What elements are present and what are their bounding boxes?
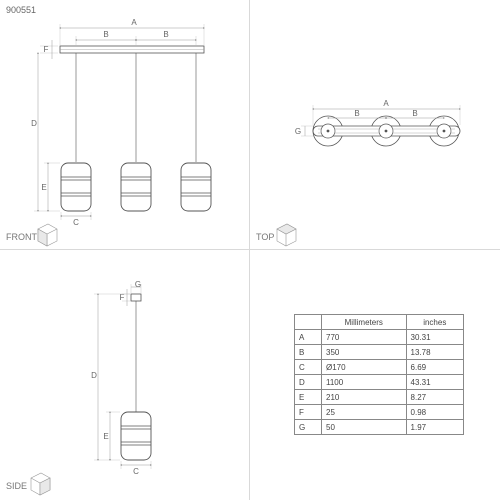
view-label-front: FRONT [6, 232, 37, 242]
dim-label-d: D [31, 119, 37, 128]
table-cell-in: 8.27 [405, 389, 465, 405]
side-canopy [130, 293, 142, 302]
side-dim-label-f: F [120, 293, 125, 302]
side-dim-label-e: E [103, 432, 108, 441]
view-label-side: SIDE [6, 481, 27, 491]
table-row: D 1100 43.31 [294, 374, 465, 390]
shade-left [60, 162, 92, 212]
table-header-row: Millimeters inches [294, 314, 465, 330]
top-dim-label-g: G [295, 127, 301, 136]
top-dim-label-b-right: B [412, 109, 417, 118]
table-header-millimeters: Millimeters [321, 314, 407, 330]
side-dim-label-d: D [91, 371, 97, 380]
top-view: A B B G TOP [256, 99, 461, 247]
table-cell-in: 30.31 [405, 329, 465, 345]
table-row: A 770 30.31 [294, 329, 465, 345]
table-cell-key: D [294, 374, 322, 390]
table-cell-key: G [294, 419, 322, 435]
table-row: B 350 13.78 [294, 344, 465, 360]
table-header-inches: inches [405, 314, 465, 330]
dim-label-a: A [131, 18, 137, 27]
table-cell-mm: 1100 [321, 374, 407, 390]
table-cell-mm: Ø170 [321, 359, 407, 375]
table-cell-key: C [294, 359, 322, 375]
dim-label-f: F [44, 45, 49, 54]
top-dim-label-a: A [383, 99, 389, 108]
table-cell-key: F [294, 404, 322, 420]
side-cube-icon [30, 472, 51, 496]
table-cell-mm: 50 [321, 419, 407, 435]
table-cell-mm: 350 [321, 344, 407, 360]
table-header-key [294, 314, 322, 330]
table-cell-mm: 25 [321, 404, 407, 420]
dim-label-b-left: B [103, 30, 108, 39]
table-cell-in: 13.78 [405, 344, 465, 360]
table-row: C Ø170 6.69 [294, 359, 465, 375]
table-cell-in: 0.98 [405, 404, 465, 420]
table-row: E 210 8.27 [294, 389, 465, 405]
side-view: G F D E C SIDE [6, 280, 152, 496]
dim-label-e: E [41, 183, 46, 192]
table-cell-mm: 770 [321, 329, 407, 345]
top-cube-icon [276, 223, 297, 247]
front-cube-icon [37, 223, 58, 247]
table-cell-mm: 210 [321, 389, 407, 405]
top-dim-label-b-left: B [354, 109, 359, 118]
side-dim-label-g: G [135, 280, 141, 289]
table-cell-in: 1.97 [405, 419, 465, 435]
side-shade [120, 411, 152, 461]
table-row: G 50 1.97 [294, 419, 465, 435]
product-code: 900551 [6, 5, 37, 15]
table-row: F 25 0.98 [294, 404, 465, 420]
dimension-table: Millimeters inches A 770 30.31 B 350 13.… [294, 314, 465, 435]
shade-right [180, 162, 212, 212]
dim-label-b-right: B [163, 30, 168, 39]
quadrant-divider-horizontal [0, 249, 500, 250]
shade-middle [120, 162, 152, 212]
dim-label-c: C [73, 218, 79, 227]
table-cell-key: B [294, 344, 322, 360]
view-label-top: TOP [256, 232, 274, 242]
quadrant-divider-vertical [249, 0, 250, 500]
table-cell-in: 43.31 [405, 374, 465, 390]
table-cell-key: E [294, 389, 322, 405]
front-view: A B B F D E C [6, 18, 212, 247]
table-cell-key: A [294, 329, 322, 345]
table-cell-in: 6.69 [405, 359, 465, 375]
side-dim-label-c: C [133, 467, 139, 476]
